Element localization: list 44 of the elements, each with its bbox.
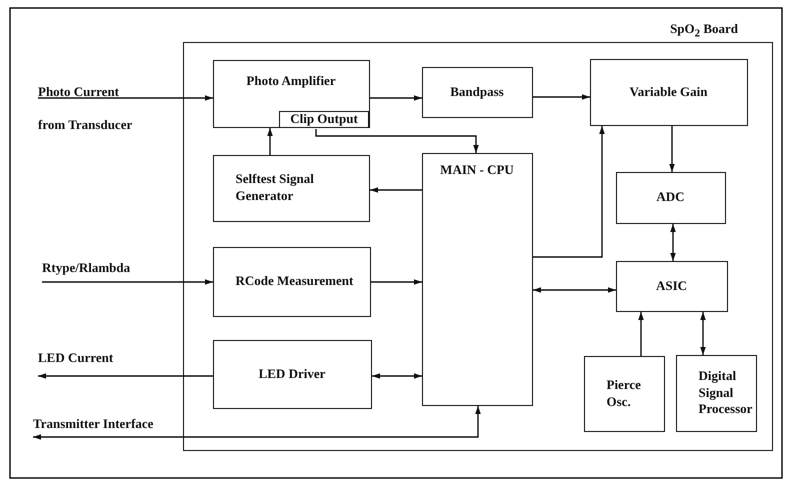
cpu-block xyxy=(422,152,532,406)
connector-arrow xyxy=(533,287,616,293)
block-label: ASIC xyxy=(654,278,688,294)
driver-block xyxy=(212,340,372,408)
connector-arrow xyxy=(370,187,422,193)
converter-block xyxy=(616,172,726,224)
block-label: Clip Output xyxy=(289,111,359,128)
block-label: RCode Measurement xyxy=(234,273,354,290)
connector-arrow xyxy=(700,312,706,355)
connector-arrow xyxy=(670,224,676,261)
clip-output-block xyxy=(279,111,369,128)
block-label: MAIN - CPU xyxy=(439,162,515,178)
block-label: Digital Signal Processor xyxy=(698,368,754,418)
connector-arrow xyxy=(372,373,422,379)
block-label: ADC xyxy=(655,189,686,206)
connector-arrow xyxy=(371,279,422,285)
edge-label: Rtype/Rlambda xyxy=(42,260,130,276)
measurement-block xyxy=(212,246,370,316)
block-label: Pierce Osc. xyxy=(606,376,642,410)
connector-arrow xyxy=(533,94,590,100)
connector-arrow xyxy=(315,129,479,153)
gain-block xyxy=(590,58,748,126)
amplifier-block xyxy=(212,60,370,128)
connector-arrow xyxy=(669,126,675,172)
filter-block xyxy=(422,66,532,118)
connector-arrow xyxy=(33,406,481,440)
edge-label: Photo Current from Transducer xyxy=(38,83,134,134)
asic-block xyxy=(616,260,728,312)
block-label: LED Driver xyxy=(258,366,326,382)
generator-block xyxy=(212,154,370,222)
connector-arrow xyxy=(38,95,213,101)
block-label: Selftest Signal Generator xyxy=(234,171,315,205)
processor-block xyxy=(676,354,756,432)
block-label: Photo Amplifier xyxy=(245,72,337,90)
block-label: SpO$_{2}$ Board xyxy=(669,21,739,41)
connector-arrow xyxy=(370,95,422,101)
block-label: Bandpass xyxy=(449,84,505,100)
connector-arrow xyxy=(533,126,605,258)
connector-arrow xyxy=(42,279,213,285)
oscillator-block xyxy=(584,356,664,432)
connector-arrow xyxy=(38,373,213,379)
connector-arrow xyxy=(267,128,273,155)
block-label: Variable Gain xyxy=(628,84,708,100)
connector-arrow xyxy=(638,312,644,356)
